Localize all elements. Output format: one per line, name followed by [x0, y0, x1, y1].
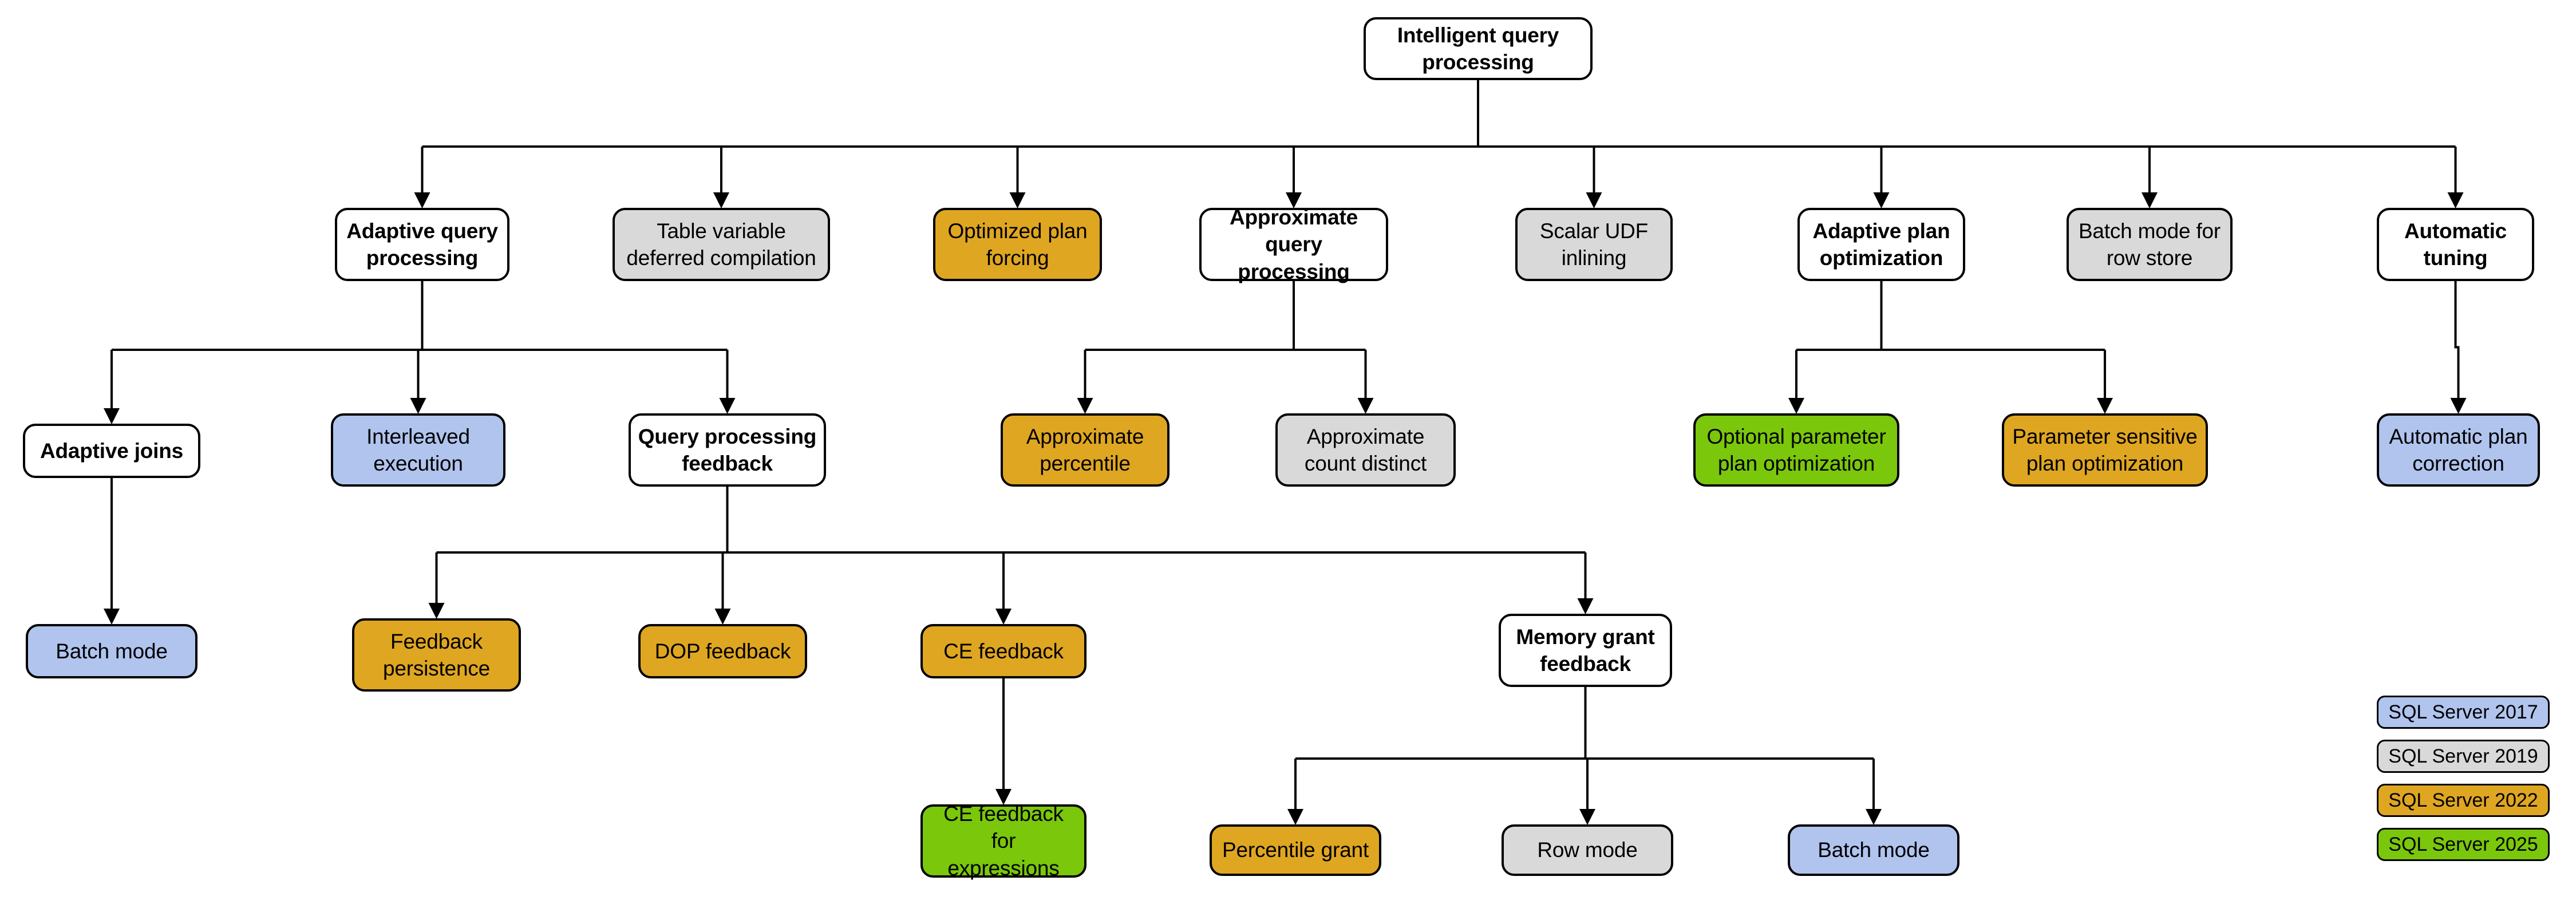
node-label: Percentile grant	[1222, 838, 1369, 862]
node-approximate-count-distinct[interactable]: Approximate count distinct	[1275, 413, 1456, 487]
node-intelligent-query-processing[interactable]: Intelligent query processing	[1364, 17, 1593, 80]
node-label: Adaptive plan optimization	[1812, 219, 1950, 270]
node-optional-parameter-plan-optimization[interactable]: Optional parameter plan optimization	[1693, 413, 1899, 487]
node-interleaved-execution[interactable]: Interleaved execution	[331, 413, 505, 487]
node-scalar-udf-inlining[interactable]: Scalar UDF inlining	[1515, 208, 1673, 281]
node-label: Batch mode	[1818, 838, 1930, 862]
legend-item-sql-server-2025: SQL Server 2025	[2377, 828, 2550, 861]
node-label: Feedback persistence	[382, 629, 490, 680]
node-label: Automatic tuning	[2404, 219, 2507, 270]
node-label: Approximate count distinct	[1304, 424, 1427, 475]
node-parameter-sensitive-plan-optimization[interactable]: Parameter sensitive plan optimization	[2002, 413, 2208, 487]
node-label: CE feedback for expressions	[943, 802, 1064, 880]
legend-item-label: SQL Server 2022	[2388, 789, 2538, 811]
node-label: Approximate query processing	[1230, 205, 1358, 283]
node-label: Adaptive query processing	[346, 219, 498, 270]
node-label: Approximate percentile	[1026, 424, 1144, 475]
node-batch-mode[interactable]: Batch mode	[1788, 824, 1959, 876]
node-label: Scalar UDF inlining	[1539, 219, 1649, 270]
node-label: Automatic plan correction	[2389, 424, 2528, 475]
node-automatic-tuning[interactable]: Automatic tuning	[2377, 208, 2534, 281]
node-adaptive-query-processing[interactable]: Adaptive query processing	[335, 208, 509, 281]
node-label: Optional parameter plan optimization	[1706, 424, 1886, 475]
node-label: Interleaved execution	[366, 424, 470, 475]
node-label: Memory grant feedback	[1516, 625, 1655, 676]
node-label: CE feedback	[943, 639, 1064, 663]
node-label: Batch mode for row store	[2078, 219, 2221, 270]
node-dop-feedback[interactable]: DOP feedback	[638, 624, 807, 678]
node-automatic-plan-correction[interactable]: Automatic plan correction	[2377, 413, 2540, 487]
node-label: Adaptive joins	[39, 439, 184, 463]
node-memory-grant-feedback[interactable]: Memory grant feedback	[1499, 614, 1672, 687]
node-label: Parameter sensitive plan optimization	[2012, 424, 2198, 475]
node-table-variable-deferred-compilation[interactable]: Table variable deferred compilation	[613, 208, 830, 281]
node-feedback-persistence[interactable]: Feedback persistence	[352, 618, 521, 692]
edge-automatic-tuning-to-automatic-plan-correction	[2450, 281, 2467, 414]
legend-item-label: SQL Server 2017	[2388, 701, 2538, 723]
legend-item-sql-server-2022: SQL Server 2022	[2377, 784, 2550, 817]
node-approximate-query-processing[interactable]: Approximate query processing	[1199, 206, 1388, 283]
node-label: Batch mode	[56, 639, 168, 663]
legend-item-label: SQL Server 2025	[2388, 833, 2538, 855]
node-label: Query processing feedback	[638, 424, 817, 475]
node-label: Optimized plan forcing	[947, 219, 1088, 270]
node-label: Row mode	[1537, 838, 1638, 862]
node-ce-feedback[interactable]: CE feedback	[920, 624, 1086, 678]
node-approximate-percentile[interactable]: Approximate percentile	[1001, 413, 1170, 487]
legend-item-label: SQL Server 2019	[2388, 745, 2538, 767]
node-adaptive-plan-optimization[interactable]: Adaptive plan optimization	[1797, 208, 1965, 281]
node-query-processing-feedback[interactable]: Query processing feedback	[629, 413, 826, 487]
node-row-mode[interactable]: Row mode	[1502, 824, 1673, 876]
node-label: Intelligent query processing	[1397, 23, 1559, 74]
node-adaptive-joins[interactable]: Adaptive joins	[23, 424, 200, 478]
node-label: DOP feedback	[654, 639, 791, 663]
node-batch-mode[interactable]: Batch mode	[26, 624, 197, 678]
node-percentile-grant[interactable]: Percentile grant	[1210, 824, 1381, 876]
node-label: Table variable deferred compilation	[626, 219, 816, 270]
node-optimized-plan-forcing[interactable]: Optimized plan forcing	[933, 208, 1102, 281]
node-batch-mode-for-row-store[interactable]: Batch mode for row store	[2067, 208, 2233, 281]
node-ce-feedback-for-expressions[interactable]: CE feedback for expressions	[920, 802, 1086, 880]
legend-item-sql-server-2017: SQL Server 2017	[2377, 696, 2550, 729]
legend-item-sql-server-2019: SQL Server 2019	[2377, 740, 2550, 773]
